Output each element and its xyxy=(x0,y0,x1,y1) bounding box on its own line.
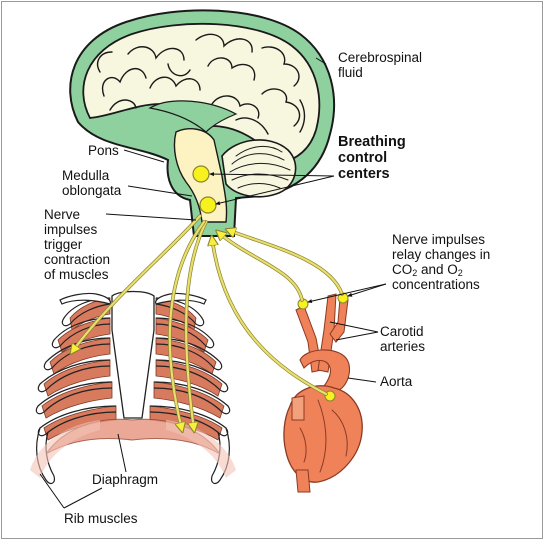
brain xyxy=(69,9,336,237)
label-diaphragm: Diaphragm xyxy=(92,472,159,487)
label-nerve-trigger-4: contraction xyxy=(44,252,111,267)
label-breathing-control-1: Breathing xyxy=(338,134,406,150)
leader-lines xyxy=(39,57,387,509)
label-nerve-trigger-5: of muscles xyxy=(44,267,109,282)
ventricle xyxy=(148,100,238,133)
label-relay-1: Nerve impulses xyxy=(392,232,486,247)
label-aorta: Aorta xyxy=(380,374,413,389)
label-breathing-control-3: centers xyxy=(338,166,390,182)
label-nerve-trigger-2: impulses xyxy=(44,222,98,237)
label-carotid-1: Carotid xyxy=(380,324,424,339)
label-medulla-2: oblongata xyxy=(62,183,122,198)
label-medulla-1: Medulla xyxy=(62,168,110,183)
label-cerebrospinal-fluid-2: fluid xyxy=(338,65,363,80)
cerebellum xyxy=(221,139,297,198)
label-carotid-2: arteries xyxy=(380,339,426,354)
label-breathing-control-2: control xyxy=(338,150,388,166)
label-nerve-trigger-3: trigger xyxy=(44,237,83,252)
label-nerve-trigger-1: Nerve xyxy=(44,207,81,222)
rib-cage xyxy=(30,290,236,485)
breathing-center-pons xyxy=(192,165,210,183)
label-relay-4: concentrations xyxy=(392,277,480,292)
label-pons: Pons xyxy=(88,143,119,158)
heart-and-arteries xyxy=(283,293,363,493)
sternum xyxy=(111,290,155,419)
breathing-center-medulla xyxy=(199,196,217,214)
label-rib-muscles: Rib muscles xyxy=(64,511,138,526)
label-relay-3: CO2 and O2 xyxy=(392,262,463,278)
label-relay-2: relay changes in xyxy=(392,247,491,262)
nerve-pathways xyxy=(72,214,344,430)
label-cerebrospinal-fluid-1: Cerebrospinal xyxy=(338,50,423,65)
